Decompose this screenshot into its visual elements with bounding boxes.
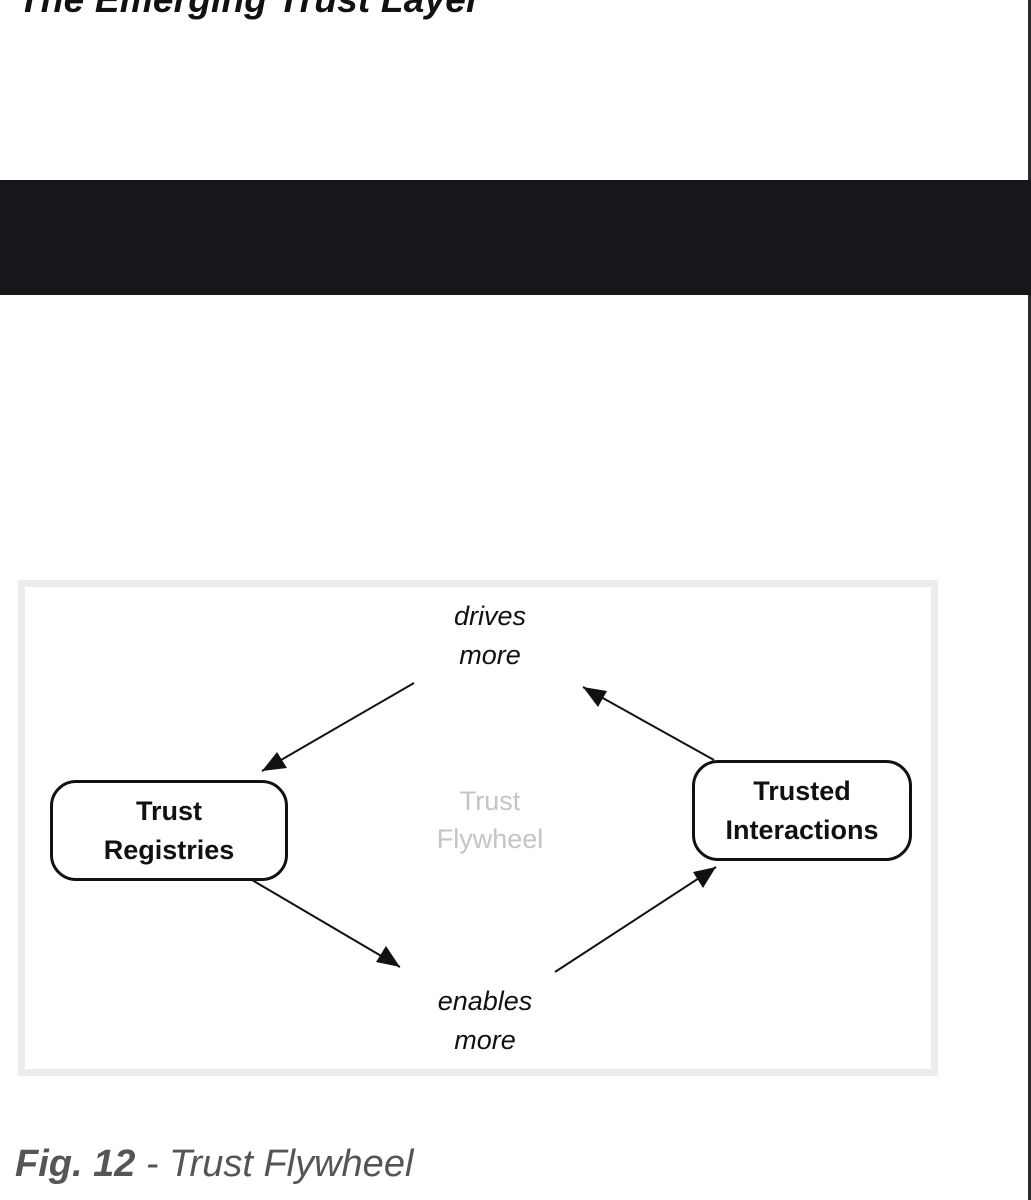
node-trusted-interactions: Trusted Interactions xyxy=(692,760,912,861)
center-label-trust-flywheel: Trust Flywheel xyxy=(400,782,580,858)
node-registries-line1: Trust xyxy=(135,795,202,826)
edge-label-enables-line2: more xyxy=(454,1025,516,1055)
figure-caption: Fig. 12 - Trust Flywheel xyxy=(15,1140,413,1188)
page-heading: The Emerging Trust Layer xyxy=(18,0,481,22)
page-edge-rule xyxy=(1028,0,1031,1200)
edge-label-drives-line1: drives xyxy=(453,601,527,631)
figure-number: Fig. 12 xyxy=(15,1143,136,1185)
edge-label-drives-line2: more xyxy=(459,640,521,670)
figure-caption-separator: - xyxy=(135,1143,170,1185)
node-interactions-line2: Interactions xyxy=(725,814,879,845)
node-interactions-line1: Trusted xyxy=(753,775,851,806)
edge-label-enables-more: enables more xyxy=(395,982,575,1060)
edge-label-drives-more: drives more xyxy=(400,597,580,675)
node-registries-line2: Registries xyxy=(103,834,235,865)
center-label-line2: Flywheel xyxy=(436,824,544,854)
node-trust-registries: Trust Registries xyxy=(50,780,288,881)
edge-label-enables-line1: enables xyxy=(437,986,533,1016)
figure-caption-text: Trust Flywheel xyxy=(169,1143,414,1185)
dark-banner xyxy=(0,180,1031,295)
center-label-line1: Trust xyxy=(459,786,521,816)
